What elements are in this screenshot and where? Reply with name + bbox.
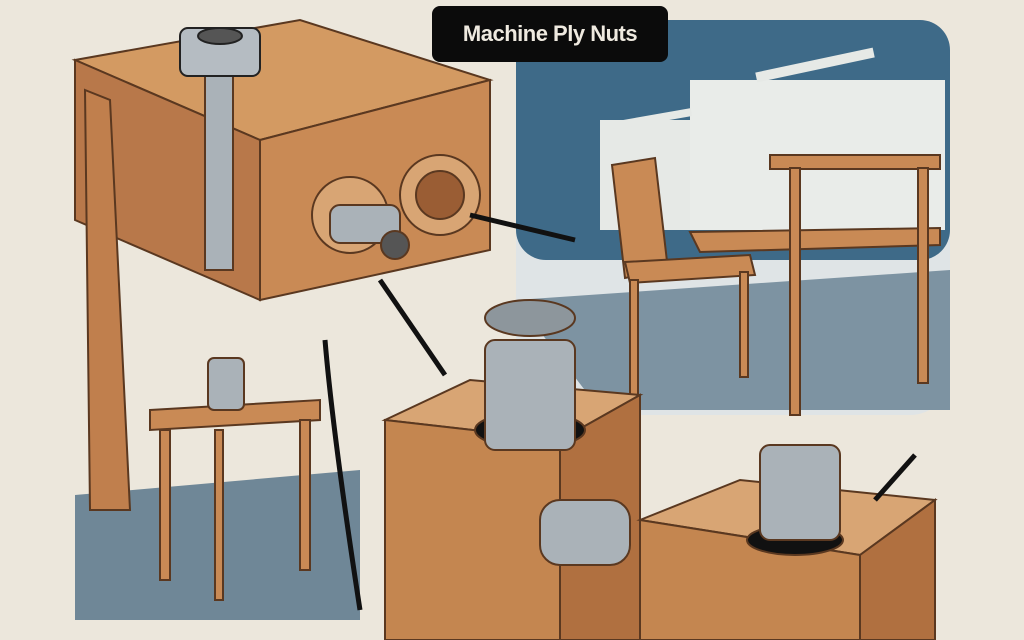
- stool: [149, 357, 321, 601]
- top-hex-nut: [179, 27, 261, 77]
- table: [688, 154, 941, 416]
- wood-block-small: [636, 444, 938, 640]
- arrows: [322, 212, 917, 611]
- chair: [610, 156, 757, 401]
- title-label: Machine Ply Nuts: [432, 6, 668, 62]
- workshop-panel: [516, 20, 950, 415]
- wood-block-large: [381, 299, 644, 640]
- workbench: [71, 18, 494, 511]
